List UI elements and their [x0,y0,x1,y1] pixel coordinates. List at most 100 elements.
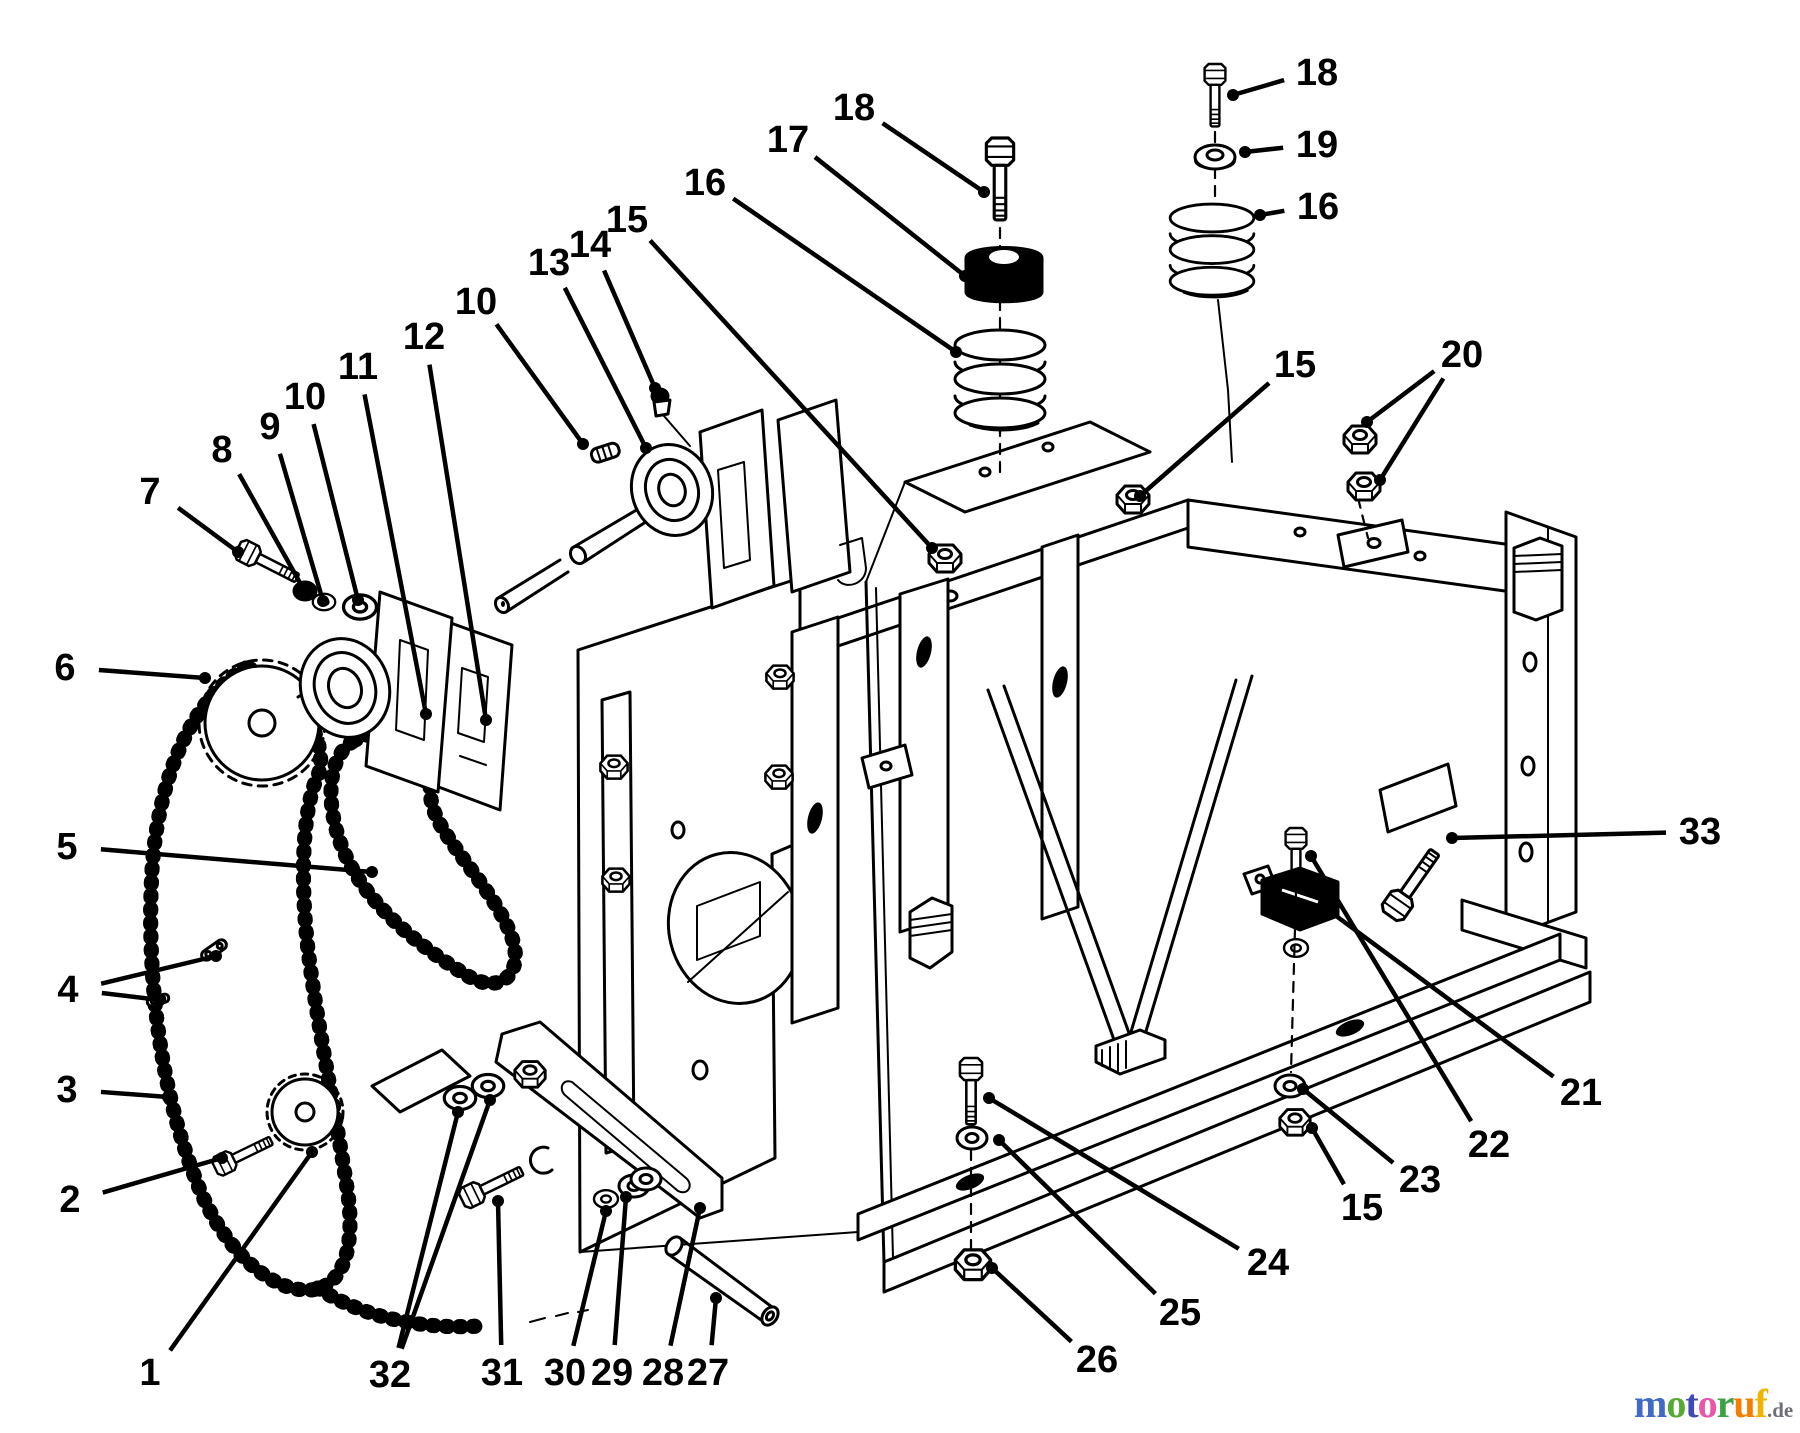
callout-11: 11 [338,346,432,720]
svg-text:21: 21 [1560,1072,1602,1114]
drive-sprocket-small [265,1072,345,1152]
spring-seat-plate [865,420,1152,583]
callout-25: 25 [993,1134,1201,1334]
callout-1: 1 [139,1146,318,1394]
callout-24: 24 [983,1092,1289,1284]
idler-bracket [1242,864,1340,932]
svg-text:14: 14 [569,224,611,266]
callout-5: 5 [56,826,378,878]
logo-letter: f [1754,1381,1768,1426]
svg-text:22: 22 [1468,1124,1510,1166]
svg-text:15: 15 [1341,1187,1383,1229]
left-side-plate [576,576,804,1254]
bearing-bolt [231,536,304,590]
compression-spring-left [953,328,1047,432]
callout-15: 15 [1306,1122,1383,1229]
logo-letter: r [1716,1381,1735,1426]
svg-text:10: 10 [455,281,497,323]
spring-bolt [1203,62,1227,128]
callout-3: 3 [56,1069,174,1111]
svg-text:18: 18 [833,87,875,129]
logo-letter: m [1634,1381,1667,1426]
callout-16: 16 [1254,186,1339,228]
svg-text:5: 5 [56,826,77,868]
svg-text:19: 19 [1296,124,1338,166]
right-post [1460,510,1588,970]
callout-16: 16 [684,162,962,358]
logo-suffix: .de [1767,1398,1794,1422]
logo-letter: o [1697,1381,1718,1426]
grease-fitting [650,387,691,447]
callout-31: 31 [481,1195,523,1394]
callout-17: 17 [767,119,971,282]
hex-nut [1278,1108,1312,1137]
callout-28: 28 [642,1202,706,1394]
roll-pin [589,441,621,464]
callout-19: 19 [1239,124,1338,166]
bearing-assembly-lower [298,590,514,812]
flat-washer [1282,938,1310,958]
callout-14: 14 [569,224,661,394]
callout-15: 15 [606,199,938,554]
retainer-clip [529,1145,554,1175]
spring-stacks [953,62,1256,474]
nut-bracket [1336,518,1410,569]
logo-letter: u [1733,1381,1755,1426]
svg-text:12: 12 [403,316,445,358]
callout-27: 27 [687,1292,729,1394]
right-hardware [927,424,1458,1282]
svg-text:24: 24 [1247,1242,1289,1284]
logo-letter: t [1685,1381,1698,1426]
svg-text:16: 16 [1297,186,1339,228]
cup-washer [1193,143,1237,171]
flat-washer [470,1072,506,1100]
callout-8: 8 [211,429,310,596]
axle-shafts [493,500,660,615]
drive-parts [146,387,867,1327]
hex-nut [1342,424,1378,455]
drive-sprocket-large [197,650,382,788]
callout-21: 21 [1318,901,1602,1114]
svg-text:9: 9 [259,406,280,448]
flat-washer [442,1084,478,1112]
callout-15: 15 [1134,344,1316,502]
spring-bolt [984,136,1016,222]
svg-text:26: 26 [1076,1339,1118,1381]
svg-text:15: 15 [1274,344,1316,386]
v-brace [986,674,1254,1067]
svg-text:25: 25 [1159,1292,1201,1334]
callout-6: 6 [54,647,211,689]
bolt-bracket [1378,762,1458,834]
svg-text:27: 27 [687,1352,729,1394]
callout-10: 10 [284,376,364,606]
svg-text:13: 13 [528,242,570,284]
svg-text:15: 15 [606,199,648,241]
svg-text:4: 4 [57,969,78,1011]
callout-26: 26 [986,1262,1118,1381]
compression-spring-right [1168,202,1256,299]
callout-18: 18 [1227,52,1338,101]
callout-20: 20 [1361,334,1483,486]
svg-text:6: 6 [54,647,75,689]
callout-13: 13 [528,242,652,454]
adjuster-plate [494,1020,724,1220]
svg-text:28: 28 [642,1352,684,1394]
callout-29: 29 [591,1191,633,1394]
bumper-pad-icon [1512,536,1564,622]
svg-text:8: 8 [211,429,232,471]
svg-text:7: 7 [139,471,160,513]
callout-7: 7 [139,471,244,558]
callout-22: 22 [1305,850,1510,1166]
frame-assembly [576,420,1592,1294]
base-rails [579,580,1592,1294]
adjuster-parts [370,1020,780,1327]
svg-text:2: 2 [59,1179,80,1221]
chain-guard-plate [370,1048,472,1114]
motoruf-logo: motoruf.de [1634,1384,1800,1428]
callout-18: 18 [833,87,990,198]
frame-bolt [1377,843,1447,925]
logo-letter: o [1666,1381,1686,1426]
